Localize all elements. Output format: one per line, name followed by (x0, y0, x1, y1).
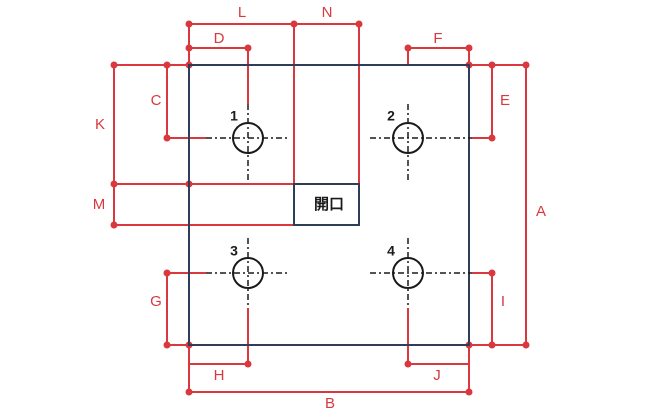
dim-dot (110, 61, 118, 69)
dim-dot (404, 360, 412, 368)
dim-dot (465, 44, 473, 52)
dim-dot (110, 221, 118, 229)
dim-label-j: J (433, 367, 441, 384)
dim-label-g: G (150, 293, 162, 310)
hole-2: 2 (370, 104, 472, 180)
dim-line-j (407, 308, 470, 365)
dim-dot (185, 44, 193, 52)
dim-line-i (469, 272, 493, 346)
opening-rect (293, 183, 360, 226)
hole-circle (392, 257, 424, 289)
hole-circle (232, 122, 264, 154)
dim-label-h: H (214, 367, 225, 384)
dim-line-n (294, 23, 360, 184)
dim-label-a: A (536, 203, 546, 220)
dim-label-i: I (501, 293, 505, 310)
hole-circle (232, 257, 264, 289)
dim-dot (244, 360, 252, 368)
dim-dot (163, 269, 171, 277)
dim-label-m: M (93, 196, 106, 213)
dim-line-g (166, 272, 206, 346)
dim-label-l: L (238, 4, 246, 21)
dim-line-b (188, 345, 470, 393)
hole-4: 4 (370, 238, 472, 308)
hole-3: 3 (206, 238, 290, 308)
dim-line-e (469, 64, 493, 139)
hole-number: 1 (230, 108, 238, 124)
dim-dot (185, 388, 193, 396)
dimension-labels: L N D F C E K M A G I H J B (93, 4, 546, 412)
dim-line-h (188, 308, 249, 365)
dim-label-n: N (322, 4, 333, 21)
dim-dot (488, 341, 496, 349)
dim-dot (465, 388, 473, 396)
dimension-dots (110, 20, 530, 396)
hole-number: 4 (387, 243, 395, 259)
hole-number: 3 (230, 243, 238, 259)
dim-dot (522, 61, 530, 69)
plate-outline (188, 64, 470, 346)
hole-number: 2 (387, 108, 395, 124)
dim-dot (290, 20, 298, 28)
dim-dot (522, 341, 530, 349)
dim-dot (163, 341, 171, 349)
dim-label-e: E (500, 92, 510, 109)
dim-label-b: B (325, 395, 335, 412)
dim-label-f: F (433, 30, 442, 47)
hole-1: 1 (206, 104, 290, 180)
dim-label-c: C (151, 92, 162, 109)
dim-dot (185, 20, 193, 28)
dim-dot (488, 61, 496, 69)
dim-line-d (188, 47, 249, 104)
dim-label-k: K (95, 116, 105, 133)
dim-dot (488, 269, 496, 277)
dim-dot (163, 61, 171, 69)
hole-circle (392, 122, 424, 154)
dim-line-a (469, 64, 527, 346)
dim-dot (244, 44, 252, 52)
dim-dot (488, 134, 496, 142)
opening-label: 開口 (314, 196, 344, 213)
dim-dot (110, 180, 118, 188)
dim-line-k (113, 64, 189, 185)
dim-dot (355, 20, 363, 28)
dim-label-d: D (214, 30, 225, 47)
dim-line-f (407, 47, 470, 65)
dim-dot (163, 134, 171, 142)
dim-line-m (113, 184, 294, 226)
dim-line-c (166, 64, 206, 139)
dim-dot (404, 44, 412, 52)
